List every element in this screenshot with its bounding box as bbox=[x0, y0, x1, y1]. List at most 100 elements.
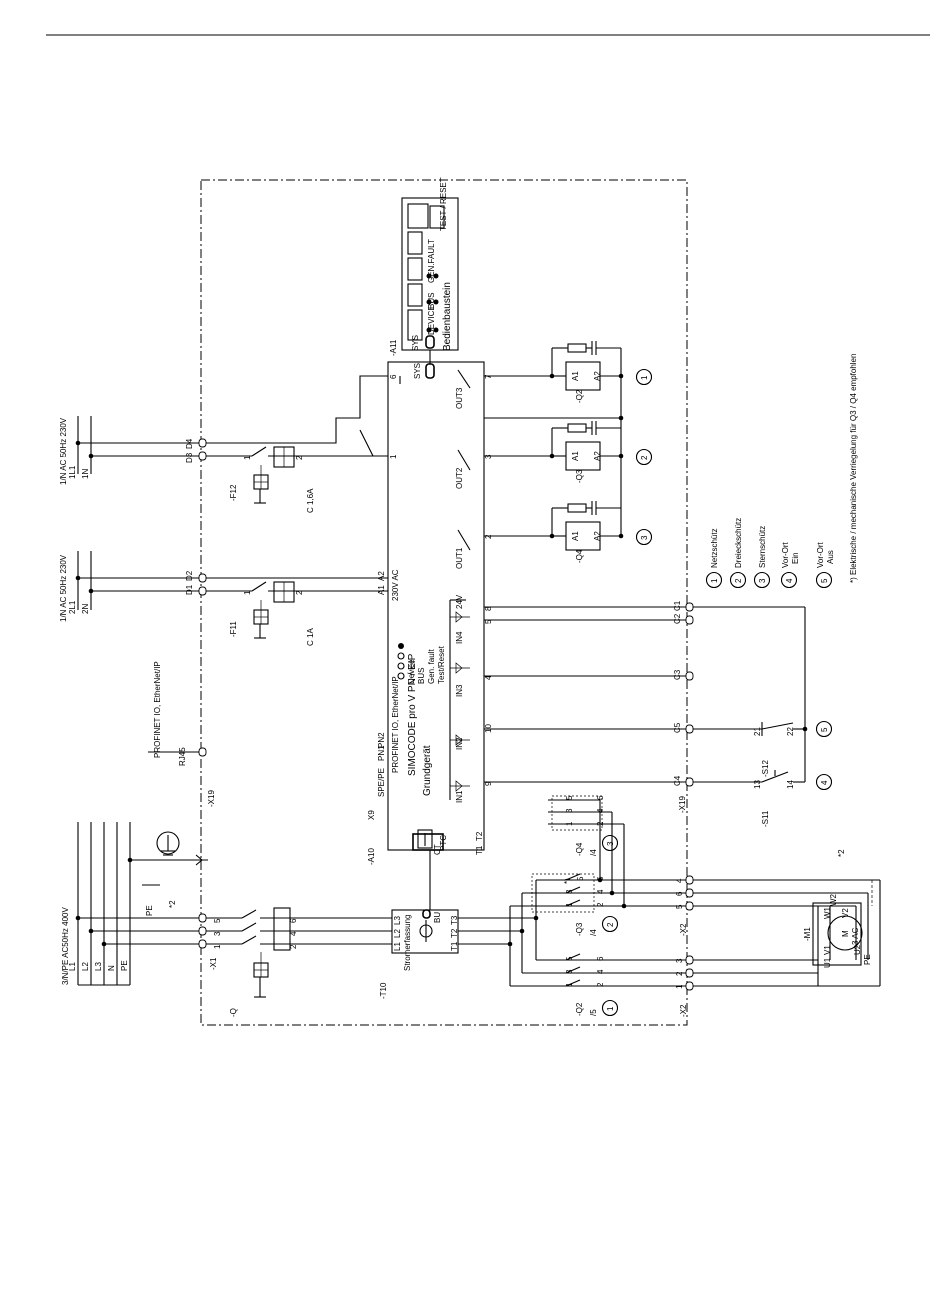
motor-m1 bbox=[693, 879, 881, 987]
q2-c4: 4 bbox=[596, 969, 605, 974]
coil-q3-tag: -Q3 bbox=[575, 469, 584, 483]
in3-label: IN3 bbox=[455, 684, 464, 697]
x1-num-1: 1 bbox=[213, 944, 222, 949]
x2-b-5: 5 bbox=[675, 904, 684, 909]
callout-num-2a: 2 bbox=[640, 455, 649, 460]
led-device: Device bbox=[407, 659, 416, 684]
a2-q2: A2 bbox=[593, 371, 602, 381]
out3-label: OUT3 bbox=[455, 387, 464, 409]
legend-num-3: 3 bbox=[758, 578, 767, 583]
s11-tag: -S11 bbox=[761, 810, 770, 827]
q4-aux: /4 bbox=[589, 849, 598, 856]
output-wiring bbox=[399, 348, 624, 551]
module-in-l1: L1 bbox=[393, 942, 402, 951]
profinet-label: PROFINET IO, EtherNet/IP bbox=[153, 661, 162, 758]
q2-c6: 6 bbox=[596, 956, 605, 961]
motor-m: M bbox=[841, 930, 850, 937]
legend-num-1: 1 bbox=[710, 578, 719, 583]
out-num-3: 3 bbox=[484, 454, 493, 459]
bu-label: BU bbox=[433, 912, 442, 923]
legend-note: *) Elektrische / mechanische Verriegelun… bbox=[849, 354, 858, 583]
in4-label: IN4 bbox=[455, 631, 464, 644]
x2-b-4: 4 bbox=[675, 878, 684, 883]
t10-tag: -T10 bbox=[379, 982, 388, 999]
interlock-star: *) bbox=[563, 878, 572, 884]
d2-label: D2 bbox=[185, 570, 194, 581]
legend-text-5a: Vor-Ort bbox=[816, 541, 825, 568]
terminal-pe: PE bbox=[120, 960, 129, 971]
base-title-1: SIMOCODE pro V PN / EIP bbox=[407, 653, 418, 776]
feeder-1n-a-label: 1/N AC 50Hz 230V bbox=[59, 554, 68, 622]
a2-label: A2 bbox=[377, 571, 386, 581]
a11-tag: -A11 bbox=[389, 339, 398, 356]
f11-out: 2 bbox=[295, 590, 304, 595]
pe-note: *2 bbox=[168, 900, 177, 908]
terminal-l2: L2 bbox=[81, 962, 90, 971]
q3-c4: 4 bbox=[596, 889, 605, 894]
q3-c6: 6 bbox=[596, 876, 605, 881]
legend-text-4b: Ein bbox=[791, 552, 800, 564]
terminal-n: N bbox=[107, 965, 116, 971]
op-led-genfault: GEN.FAULT bbox=[427, 239, 436, 283]
spe-label: SPE/PE bbox=[377, 768, 386, 797]
callout-num-1b: 1 bbox=[606, 1006, 615, 1011]
led-bus: BUS bbox=[417, 668, 426, 684]
op-test: TEST / RESET bbox=[439, 177, 448, 231]
q4-c5: 5 bbox=[565, 795, 574, 800]
a1-q2: A1 bbox=[571, 371, 580, 381]
x2-b-tag: -X2 bbox=[679, 923, 688, 936]
profinet-port: RJ45 bbox=[178, 747, 187, 766]
x2-b-6: 6 bbox=[675, 891, 684, 896]
callout-num-5: 5 bbox=[820, 727, 829, 732]
motor-pe-note: *2 bbox=[837, 849, 846, 857]
cabinet-boundary bbox=[200, 179, 688, 1026]
q2-c5: 5 bbox=[565, 956, 574, 961]
op-sys-label: SYS bbox=[411, 335, 420, 351]
pn1-label: PN1 bbox=[377, 745, 386, 761]
c4-label: C4 bbox=[673, 775, 682, 786]
ptc-label: PTC bbox=[439, 835, 448, 851]
c5-label: C5 bbox=[673, 722, 682, 733]
motor-pe: PE bbox=[863, 954, 872, 965]
s12-21: 21 bbox=[753, 727, 762, 736]
callout-num-1a: 1 bbox=[640, 375, 649, 380]
a1-label: A1 bbox=[377, 585, 386, 595]
coil-q2 bbox=[549, 341, 624, 391]
x9-label: X9 bbox=[367, 810, 376, 820]
q4-c6: 6 bbox=[596, 795, 605, 800]
f12-rating: C 1,6A bbox=[306, 488, 315, 513]
motor-v1: V1 bbox=[823, 945, 832, 955]
motor-u2: U2 bbox=[853, 944, 862, 955]
f12-out: 2 bbox=[295, 455, 304, 460]
pn2-label: PN2 bbox=[377, 732, 386, 748]
breaker-f11 bbox=[206, 577, 388, 639]
q2-aux: /5 bbox=[589, 1009, 598, 1016]
feeder-1n-b-l: 1L1 bbox=[68, 465, 77, 479]
led-test-reset: Test/Reset bbox=[437, 645, 446, 684]
a2-q4: A2 bbox=[593, 531, 602, 541]
terminal-l3: L3 bbox=[94, 962, 103, 971]
q3-c2: 2 bbox=[596, 902, 605, 907]
q3-c1: 1 bbox=[565, 902, 574, 907]
module-in-l3: L3 bbox=[393, 916, 402, 925]
motor-w1: W1 bbox=[823, 906, 832, 919]
q3-tag: -Q3 bbox=[575, 922, 584, 936]
s11-14: 14 bbox=[786, 780, 795, 789]
breaker-f12 bbox=[206, 375, 388, 504]
current-module-t10 bbox=[391, 850, 536, 954]
s12-22: 22 bbox=[786, 727, 795, 736]
q4-c4: 4 bbox=[596, 808, 605, 813]
in1-label: IN1 bbox=[455, 790, 464, 803]
op-led-bus: BUS bbox=[427, 293, 436, 309]
feeder-1n-b bbox=[75, 416, 201, 474]
q4-c3: 3 bbox=[565, 808, 574, 813]
c3-label: C3 bbox=[673, 669, 682, 680]
motor-u1: U1 bbox=[823, 957, 832, 968]
in-num-5: 5 bbox=[484, 619, 493, 624]
callout-num-2b: 2 bbox=[606, 922, 615, 927]
feeder-1n-a-n: 2N bbox=[81, 604, 90, 614]
f11-in: 1 bbox=[243, 590, 252, 595]
q-out-6: 6 bbox=[289, 918, 298, 923]
motor-tag: -M1 bbox=[803, 927, 812, 941]
coil-q3 bbox=[549, 421, 624, 471]
